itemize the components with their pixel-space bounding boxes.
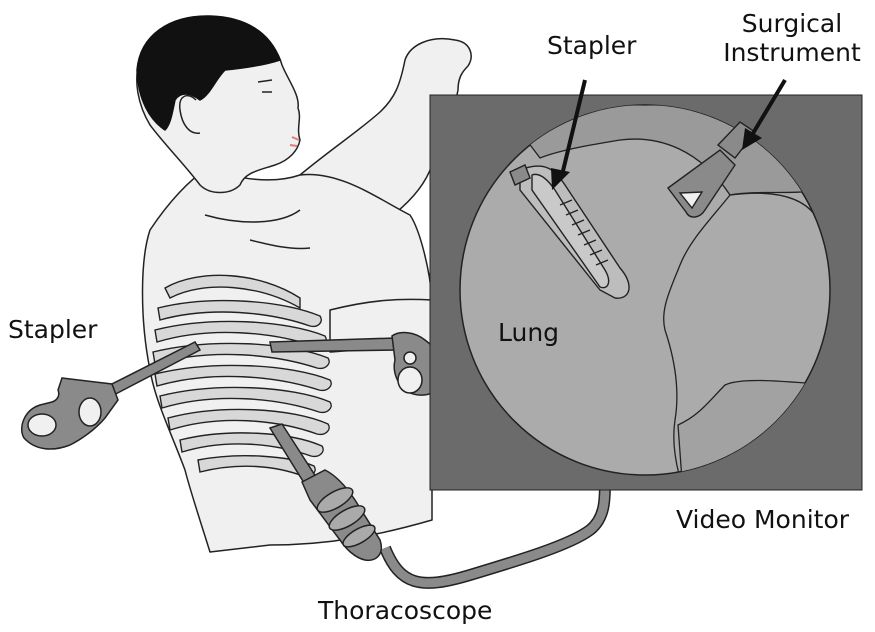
label-surgical-instrument-line1: Surgical [722, 10, 862, 39]
label-video-monitor: Video Monitor [676, 506, 849, 535]
stapler-left-ring-2 [79, 398, 101, 426]
label-thoracoscope: Thoracoscope [318, 597, 492, 626]
label-stapler-left: Stapler [8, 316, 97, 345]
torso [143, 170, 433, 552]
label-stapler-top: Stapler [547, 32, 636, 61]
label-surgical-instrument-line2: Instrument [722, 39, 862, 68]
stapler-right-ring [398, 367, 422, 393]
stapler-left-handle [22, 378, 118, 449]
video-monitor [430, 95, 862, 490]
stapler-left-ring-1 [28, 414, 56, 436]
label-surgical-instrument: Surgical Instrument [722, 10, 862, 68]
label-lung: Lung [498, 319, 559, 348]
stapler-right-button [404, 352, 416, 364]
